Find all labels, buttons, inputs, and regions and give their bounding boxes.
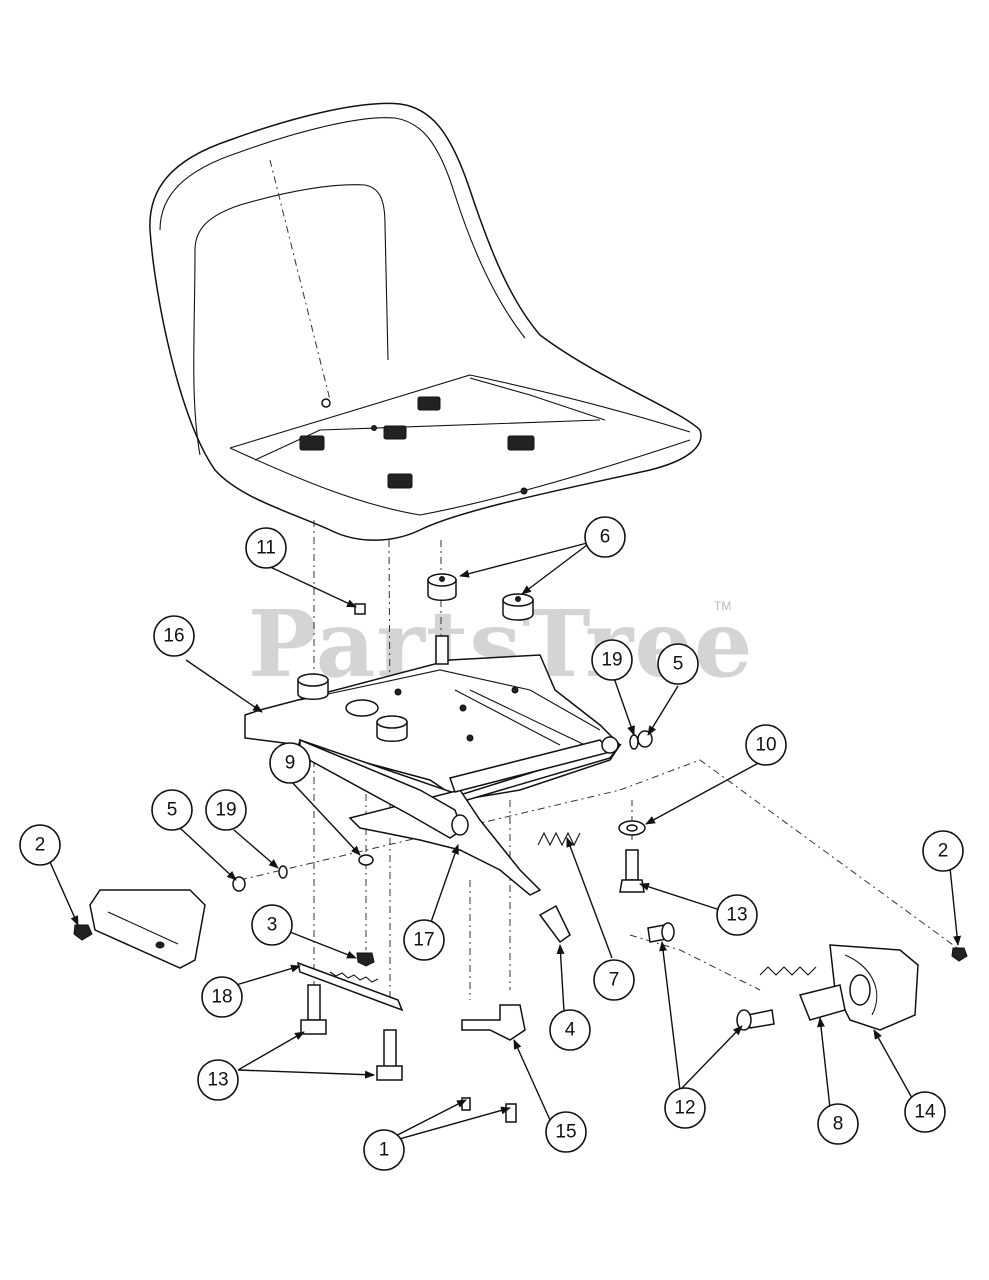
callout-12: 12: [664, 1087, 706, 1129]
callout-label: 4: [565, 1020, 576, 1041]
callout-label: 5: [673, 654, 684, 675]
callout-label: 17: [413, 930, 434, 951]
left-bracket: [89, 889, 206, 969]
callout-label: 19: [215, 800, 236, 821]
callout-5-left: 5: [151, 789, 193, 831]
callout-14: 14: [904, 1091, 946, 1133]
callout-label: 5: [167, 800, 178, 821]
callout-8: 8: [817, 1103, 859, 1145]
callout-label: 3: [267, 915, 278, 936]
callout-label: 10: [755, 735, 776, 756]
callout-label: 14: [914, 1102, 936, 1123]
isolators: [297, 573, 534, 742]
guide-lines: [239, 159, 961, 1000]
callout-label: 7: [609, 970, 620, 991]
callouts: 1 2 2 3 4 5 5 6 7 8 9 10 11 12 13 13 14 …: [19, 516, 964, 1171]
callout-19-right: 19: [591, 639, 633, 681]
callout-label: 6: [600, 527, 611, 548]
callout-9: 9: [269, 742, 311, 784]
callout-5-right: 5: [657, 643, 699, 685]
callout-11: 11: [245, 527, 287, 569]
callout-label: 12: [674, 1098, 695, 1119]
callout-13-left: 13: [197, 1059, 239, 1101]
callout-2-right: 2: [922, 830, 964, 872]
callout-17: 17: [403, 919, 445, 961]
callout-label: 9: [285, 753, 296, 774]
callout-label: 13: [207, 1070, 228, 1091]
callout-label: 18: [211, 987, 232, 1008]
callout-label: 1: [379, 1140, 390, 1161]
callout-3: 3: [251, 904, 293, 946]
callout-4: 4: [549, 1009, 591, 1051]
callout-10: 10: [745, 724, 787, 766]
callout-2-left: 2: [19, 824, 61, 866]
callout-19-left: 19: [205, 789, 247, 831]
callout-6: 6: [584, 516, 626, 558]
seat-mount-plate: [244, 654, 623, 896]
callout-7: 7: [593, 959, 635, 1001]
callout-1: 1: [363, 1129, 405, 1171]
leader-lines: [49, 541, 962, 1146]
callout-label: 15: [555, 1122, 576, 1143]
watermark-tm: TM: [714, 599, 731, 613]
latch-assembly: [759, 944, 919, 1031]
callout-18: 18: [201, 976, 243, 1018]
seat: [149, 102, 702, 541]
callout-label: 8: [833, 1114, 844, 1135]
callout-label: 11: [256, 538, 276, 559]
callout-label: 19: [601, 650, 622, 671]
callout-16: 16: [153, 615, 195, 657]
callout-label: 2: [938, 841, 949, 862]
hardware: [73, 730, 968, 1123]
callout-label: 16: [163, 626, 184, 647]
callout-13-right: 13: [716, 894, 758, 936]
callout-15: 15: [545, 1111, 587, 1153]
callout-label: 2: [35, 835, 46, 856]
callout-label: 13: [726, 905, 747, 926]
